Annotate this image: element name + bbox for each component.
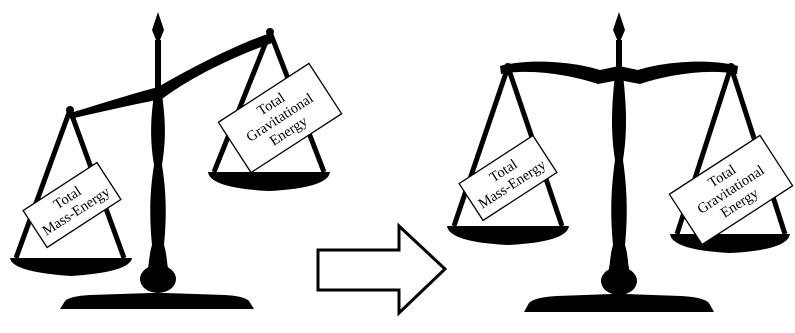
right-scale-left-pan-assembly: Total Mass-Energy — [447, 66, 569, 245]
left-scale-tilted: Total Mass-Energy Total Gravitational En… — [10, 12, 343, 309]
right-scale-right-pan-assembly: Total Gravitational Energy — [668, 66, 794, 253]
left-scale-left-pan-assembly: Total Mass-Energy — [10, 109, 132, 276]
left-scale-finial — [152, 12, 164, 45]
left-scale-column — [145, 88, 171, 275]
left-scale-left-pan — [10, 258, 132, 276]
right-scale-column — [606, 75, 632, 277]
left-scale-right-pan-assembly: Total Gravitational Energy — [208, 31, 343, 191]
left-scale-base — [60, 293, 254, 309]
left-scale-right-pan — [208, 172, 330, 191]
left-scale-beam — [70, 33, 272, 119]
right-scale-balanced: Total Mass-Energy Total Gravitational En… — [447, 12, 794, 312]
left-scale-mass-energy-card: Total Mass-Energy — [22, 161, 122, 249]
right-scale-beam — [500, 61, 738, 84]
right-scale-base — [524, 294, 714, 312]
transition-arrow-icon — [316, 222, 448, 317]
right-scale-right-pan — [670, 234, 790, 253]
right-scale-finial — [613, 12, 625, 44]
right-scale-mass-energy-card: Total Mass-Energy — [458, 134, 558, 222]
right-scale-left-pan — [447, 226, 569, 245]
right-scale-gravitational-energy-card: Total Gravitational Energy — [668, 134, 794, 246]
left-scale-gravitational-energy-card: Total Gravitational Energy — [217, 62, 343, 174]
